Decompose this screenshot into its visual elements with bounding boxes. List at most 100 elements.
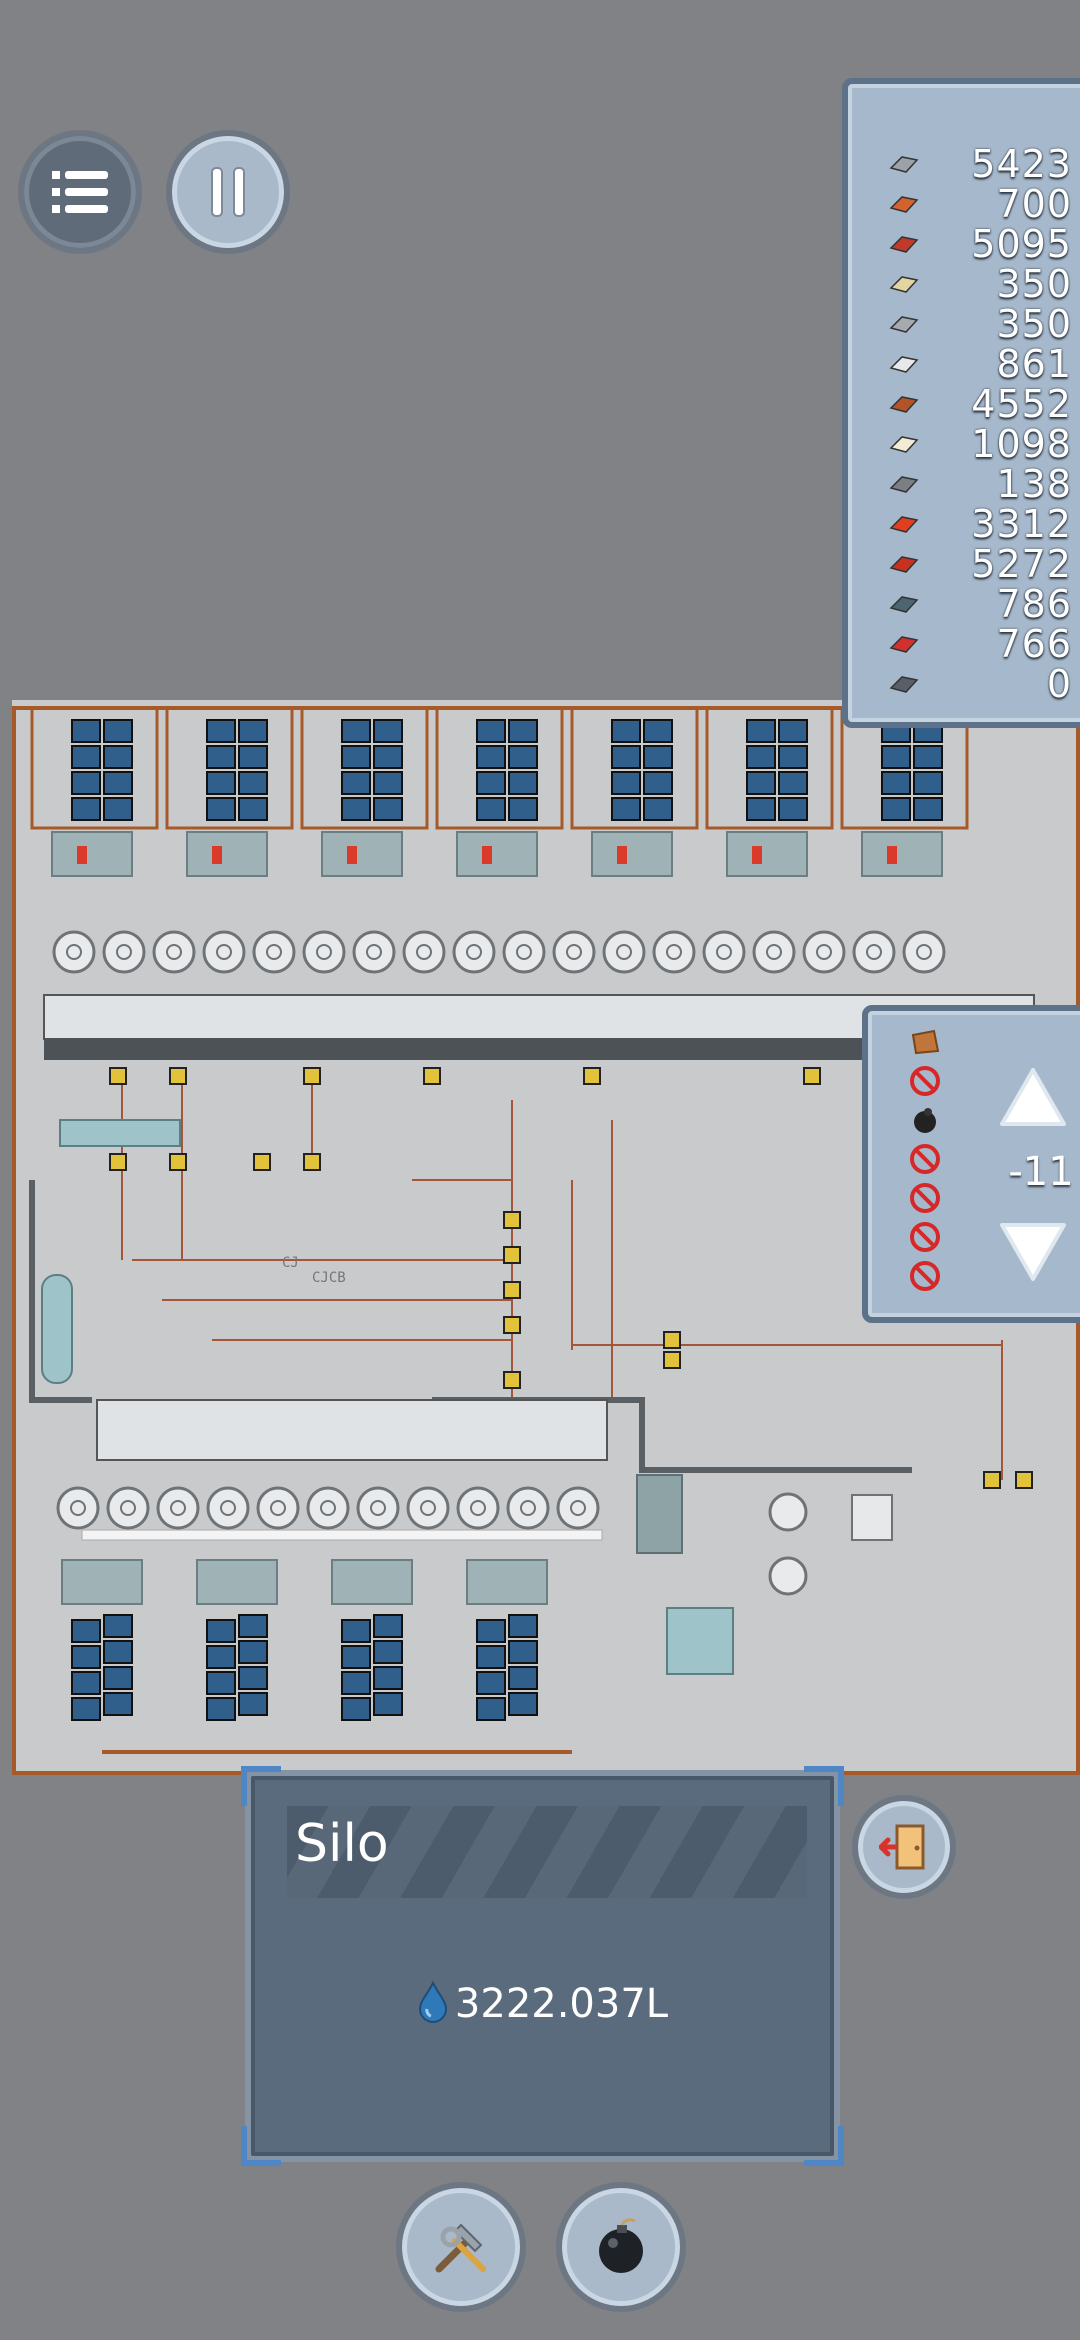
fan-hub	[516, 944, 532, 960]
forbidden-icon[interactable]	[908, 1181, 942, 1215]
junction-box	[303, 1153, 321, 1171]
machine-tile	[778, 797, 808, 821]
fan	[752, 930, 796, 974]
fan	[702, 930, 746, 974]
pipe	[29, 1180, 92, 1403]
fan	[506, 1486, 550, 1530]
inventory-item-iron-ingot[interactable]: 5423	[888, 142, 1080, 186]
copper-wire-icon	[889, 236, 919, 253]
machine-tile	[913, 797, 943, 821]
factory-map[interactable]	[12, 700, 1080, 1775]
liquid-amount: 3222.037L	[454, 1981, 669, 2027]
building-group-frame	[570, 706, 699, 830]
bomb-button[interactable]	[556, 2182, 686, 2312]
fan-hub	[570, 1500, 586, 1516]
inventory-item-silver-plate[interactable]: 861	[888, 342, 1080, 386]
forbidden-icon[interactable]	[908, 1064, 942, 1098]
machine-tile	[778, 745, 808, 769]
pause-button[interactable]	[166, 130, 290, 254]
machine-tile	[373, 1640, 403, 1664]
fan	[356, 1486, 400, 1530]
machine-tile	[913, 745, 943, 769]
fan-hub	[120, 1500, 136, 1516]
world-label-1: CJ	[282, 1255, 299, 1271]
inventory-item-red-plate[interactable]: 3312	[888, 502, 1080, 546]
filter-panel[interactable]: -11	[862, 1005, 1080, 1323]
menu-button[interactable]	[18, 130, 142, 254]
fan	[56, 1486, 100, 1530]
increment-arrow-icon[interactable]	[998, 1066, 1068, 1128]
copper-plate-icon	[889, 396, 919, 413]
fan	[556, 1486, 600, 1530]
inventory-item-gold-wire[interactable]: 350	[888, 262, 1080, 306]
smelter-light	[347, 846, 357, 864]
inventory-item-gear-parts[interactable]: 0	[888, 662, 1080, 706]
fan-hub	[766, 944, 782, 960]
fan-hub	[320, 1500, 336, 1516]
copper-ore-icon[interactable]	[908, 1025, 942, 1059]
smelter-light	[77, 846, 87, 864]
inventory-item-copper-ingot[interactable]: 700	[888, 182, 1080, 226]
inventory-item-magnet[interactable]: 766	[888, 622, 1080, 666]
menu-icon	[52, 171, 108, 213]
inventory-item-steel-rod[interactable]: 786	[888, 582, 1080, 626]
fan	[768, 1556, 808, 1596]
machine-tile	[881, 797, 911, 821]
building-group-frame	[165, 706, 294, 830]
machine-tile	[238, 797, 268, 821]
forbidden-icon[interactable]	[908, 1220, 942, 1254]
machine-tile	[71, 1671, 101, 1695]
forbidden-icon[interactable]	[908, 1142, 942, 1176]
junction-box	[503, 1246, 521, 1264]
fan-hub	[266, 944, 282, 960]
inventory-item-red-rod[interactable]: 5272	[888, 542, 1080, 586]
machine-tile	[881, 771, 911, 795]
machine-tile	[341, 797, 371, 821]
junction-box	[503, 1316, 521, 1334]
machine-tile	[206, 745, 236, 769]
fan	[306, 1486, 350, 1530]
machine-tile	[341, 719, 371, 743]
copper-ingot-icon	[889, 196, 919, 213]
machine-tile	[206, 771, 236, 795]
machine-tile	[206, 719, 236, 743]
machine-tile	[373, 719, 403, 743]
fan-hub	[220, 1500, 236, 1516]
machine-tile	[238, 1666, 268, 1690]
inventory-item-stone-plate[interactable]: 138	[888, 462, 1080, 506]
coal-icon[interactable]	[908, 1103, 942, 1137]
decrement-arrow-icon[interactable]	[998, 1221, 1068, 1283]
machine-tile	[643, 719, 673, 743]
junction-box	[109, 1153, 127, 1171]
fan	[256, 1486, 300, 1530]
fan-hub	[166, 944, 182, 960]
build-button[interactable]	[396, 2182, 526, 2312]
fan	[352, 930, 396, 974]
forbidden-icon[interactable]	[908, 1259, 942, 1293]
inventory-item-paper[interactable]: 1098	[888, 422, 1080, 466]
smelter-block	[196, 1559, 278, 1605]
machine-tile	[206, 1697, 236, 1721]
junction-box	[503, 1371, 521, 1389]
inventory-item-steel-wire[interactable]: 350	[888, 302, 1080, 346]
machine-tile	[746, 745, 776, 769]
junction-box	[663, 1351, 681, 1369]
building-title: Silo	[295, 1814, 389, 1874]
panel-corner	[241, 2126, 281, 2166]
inventory-item-copper-wire[interactable]: 5095	[888, 222, 1080, 266]
junction-box	[983, 1471, 1001, 1489]
panel-corner	[848, 84, 872, 108]
junction-box	[169, 1153, 187, 1171]
fan-hub	[566, 944, 582, 960]
exit-button[interactable]	[852, 1795, 956, 1899]
junction-box	[253, 1153, 271, 1171]
building-info-panel: Silo 3222.037L	[241, 1766, 844, 2166]
machine-tile	[643, 745, 673, 769]
inventory-item-copper-plate[interactable]: 4552	[888, 382, 1080, 426]
silver-plate-icon	[889, 356, 919, 373]
machine-tile	[206, 1645, 236, 1669]
inventory-count: 5095	[971, 222, 1072, 266]
panel-corner	[241, 1766, 281, 1806]
machine-tile	[71, 771, 101, 795]
